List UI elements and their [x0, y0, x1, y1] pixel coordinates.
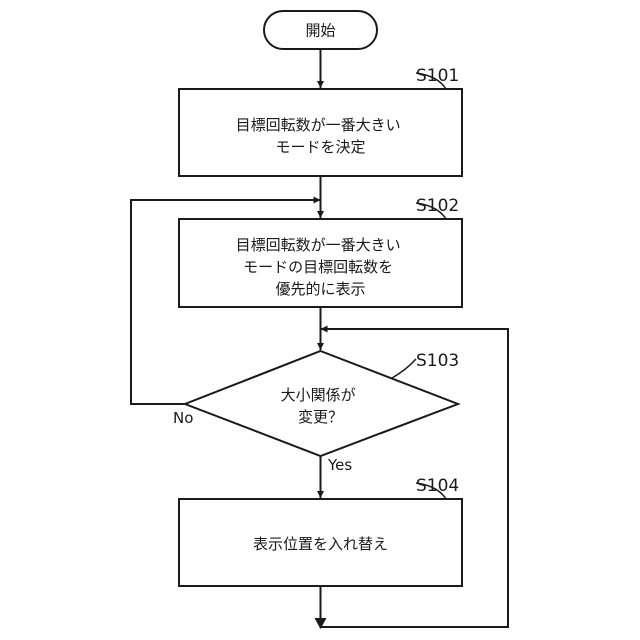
step-leader-s103 [392, 359, 416, 378]
start-label: 開始 [305, 22, 335, 40]
yes-branch-label: Yes [327, 456, 352, 474]
step-id-s102: S102 [416, 196, 459, 216]
process-line: 目標回転数が一番大きい [236, 236, 401, 254]
process-text-s104: 表示位置を入れ替え [253, 535, 388, 553]
decision-line: 大小関係が [281, 386, 356, 404]
process-line: モードの目標回転数を [243, 258, 393, 276]
process-line: モードを決定 [275, 138, 365, 156]
decision-line: 変更？ [298, 408, 343, 426]
process-line: 優先的に表示 [275, 280, 365, 298]
process-line: 目標回転数が一番大きい [236, 116, 401, 134]
step-id-s103: S103 [416, 351, 459, 371]
step-id-s101: S101 [416, 66, 459, 86]
no-branch-label: No [173, 409, 193, 427]
step-id-s104: S104 [416, 476, 459, 496]
